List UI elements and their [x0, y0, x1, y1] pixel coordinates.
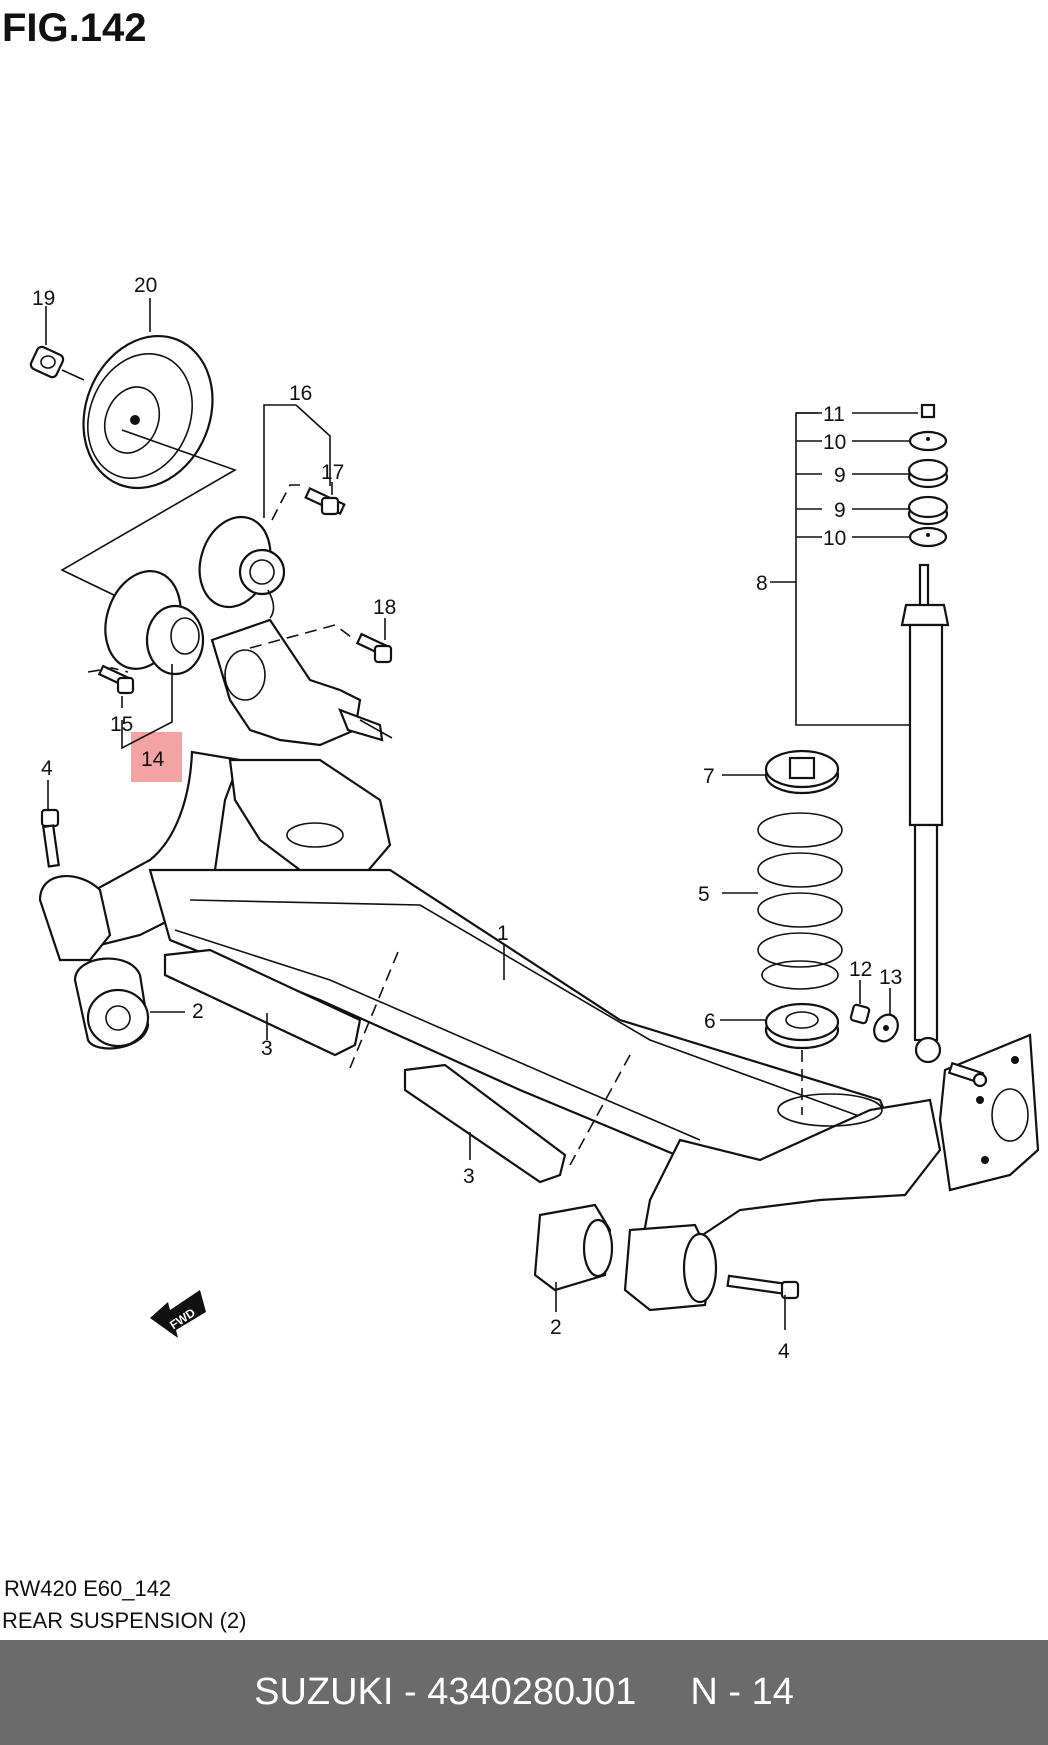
callout-10-upper: 10 — [823, 431, 846, 454]
callout-1: 1 — [497, 922, 509, 945]
callout-20: 20 — [134, 274, 157, 297]
bushing-right[interactable] — [533, 1203, 718, 1312]
callout-12: 12 — [849, 958, 872, 981]
callout-16: 16 — [289, 382, 312, 405]
forward-arrow: FWD — [150, 1290, 206, 1338]
figure-title: FIG.142 — [2, 6, 147, 50]
shock-bushing-lower[interactable] — [907, 495, 949, 526]
footer-part-number: SUZUKI - 4340280J01 — [254, 1671, 637, 1713]
spring-lower-seat[interactable] — [764, 1002, 840, 1050]
shock-bolt[interactable] — [947, 1061, 988, 1088]
callout-14: 14 — [141, 748, 165, 771]
callout-10-lower: 10 — [823, 527, 846, 550]
callout-8: 8 — [756, 572, 768, 595]
callout-3-right: 3 — [463, 1165, 475, 1188]
callout-15: 15 — [110, 713, 133, 736]
callout-3-left: 3 — [261, 1037, 273, 1060]
shock-bushing-upper[interactable] — [907, 458, 949, 489]
callout-2-left: 2 — [192, 1000, 204, 1023]
shock-top-nut[interactable] — [920, 403, 936, 419]
leader-lines — [45, 298, 918, 1330]
callout-7: 7 — [703, 765, 715, 788]
shock-nut-12[interactable] — [849, 1003, 871, 1025]
callout-13: 13 — [879, 966, 902, 989]
hub-bearing-assembly-upper[interactable] — [188, 508, 286, 619]
callout-5: 5 — [698, 883, 710, 906]
callout-17: 17 — [321, 461, 344, 484]
bracket-bolt-18[interactable] — [355, 632, 393, 664]
callout-19: 19 — [32, 287, 55, 310]
shock-absorber[interactable] — [900, 563, 950, 1064]
callout-4-right: 4 — [778, 1340, 790, 1363]
callout-11: 11 — [823, 403, 845, 426]
callout-6: 6 — [704, 1010, 716, 1033]
hub-nut[interactable] — [29, 345, 65, 379]
footer-page: N - 14 — [690, 1671, 794, 1713]
wheel-mounting-bracket — [210, 618, 393, 747]
callout-2-right: 2 — [550, 1316, 562, 1339]
coil-spring[interactable] — [757, 812, 843, 990]
hub-bearing-assembly-lower[interactable] — [93, 561, 205, 678]
callout-18: 18 — [373, 596, 396, 619]
skid-plate-right[interactable] — [403, 1063, 567, 1184]
callout-4-left: 4 — [41, 757, 53, 780]
spring-upper-seat[interactable] — [764, 749, 840, 795]
bushing-left[interactable] — [38, 875, 150, 1050]
diagram-caption: REAR SUSPENSION (2) — [2, 1608, 247, 1633]
brake-drum[interactable] — [61, 316, 234, 507]
shock-washer-13[interactable] — [869, 1010, 902, 1045]
pivot-bolt-right[interactable] — [726, 1274, 800, 1300]
skid-plate-left[interactable] — [163, 948, 362, 1057]
highlight-box-14 — [131, 732, 182, 782]
callout-9-upper: 9 — [834, 464, 846, 487]
callout-9-lower: 9 — [834, 499, 846, 522]
footer-bar: SUZUKI - 4340280J01 N - 14 — [0, 1640, 1048, 1745]
shock-washer-lower[interactable] — [908, 526, 948, 548]
diagram-code: RW420 E60_142 — [4, 1576, 172, 1601]
pivot-bolt-left[interactable] — [40, 808, 60, 868]
hub-bolt-15[interactable] — [97, 664, 135, 695]
rear-suspension-diagram: FWD 19 20 16 17 18 15 14 4 2 3 1 3 2 4 5… — [29, 274, 1040, 1363]
hub-bolt-17[interactable] — [304, 486, 346, 516]
shock-washer-upper[interactable] — [908, 430, 948, 452]
